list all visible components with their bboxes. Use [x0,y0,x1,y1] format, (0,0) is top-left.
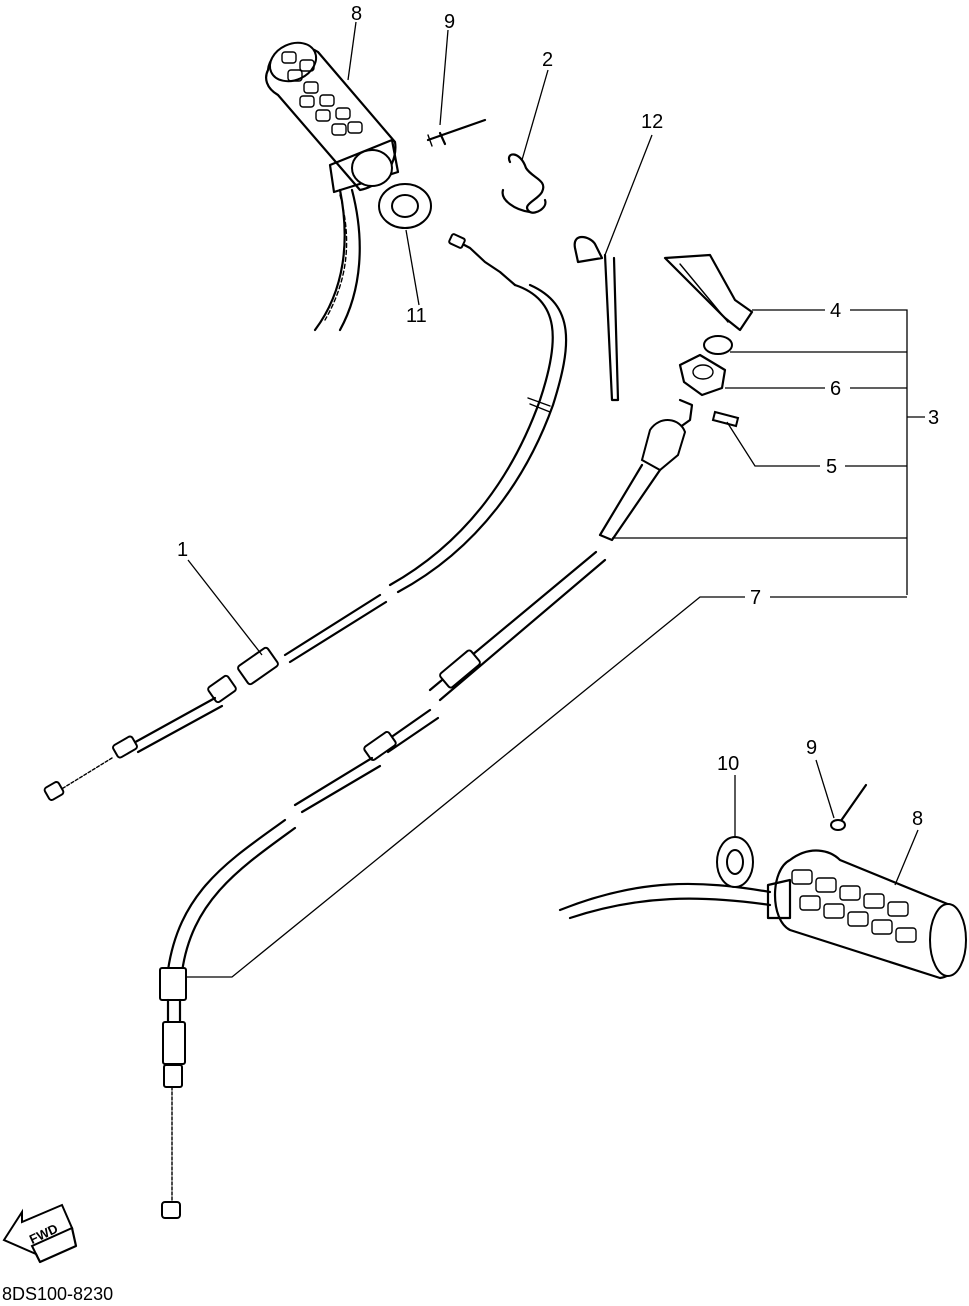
cable-tie [573,235,620,402]
right-handlebar-grip [558,849,967,980]
callout-2: 2 [542,49,553,71]
callout-6: 6 [830,378,841,400]
callout-labels: 8 9 2 12 11 4 6 3 5 7 1 10 9 8 [177,3,939,830]
spring-clip [501,153,547,214]
callout-8-left: 8 [351,3,362,25]
leader-lines [186,21,925,978]
callout-1: 1 [177,539,188,561]
left-handlebar-grip [265,41,400,332]
callout-10: 10 [717,753,739,775]
callout-8-right: 8 [912,808,923,830]
adjuster-nut [678,353,727,397]
throttle-bracket [663,253,754,332]
diagram-code: 8DS100-8230 [2,1284,114,1304]
left-collar [378,183,432,229]
callout-12: 12 [641,111,663,133]
callout-4: 4 [830,300,841,322]
callout-3: 3 [928,407,939,429]
callout-5: 5 [826,456,837,478]
callout-9-left: 9 [444,11,455,33]
pin [711,410,740,428]
callout-11: 11 [406,305,427,327]
left-grip-rivet [426,118,487,147]
callout-9-right: 9 [806,737,817,759]
fwd-direction-arrow: FWD [2,1203,78,1264]
lock-washer [703,335,733,355]
right-collar [716,836,754,888]
cable-7 [159,550,607,1219]
right-grip-rivet [830,783,868,831]
cable-1 [43,233,568,801]
throttle-cable-fitting [598,398,694,542]
callout-7: 7 [750,587,761,609]
